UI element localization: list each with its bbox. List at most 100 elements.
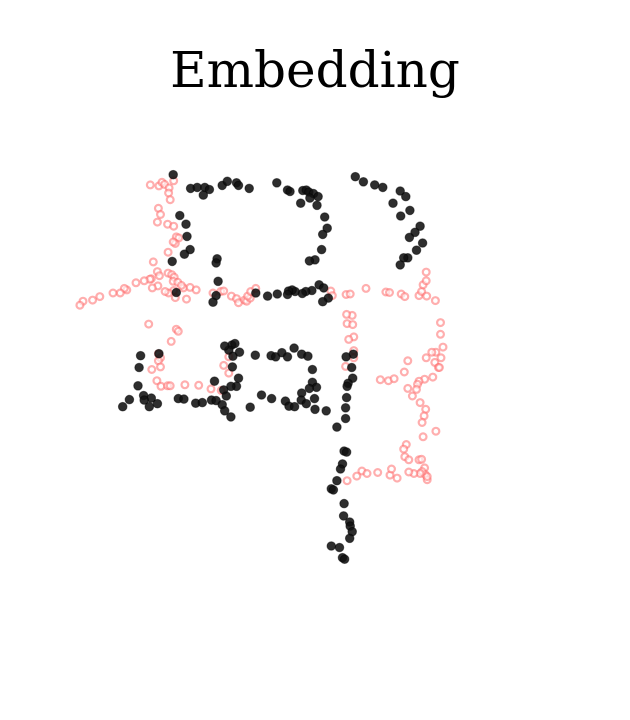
red-point <box>422 291 432 301</box>
black-point <box>316 244 327 255</box>
black-point <box>222 176 233 187</box>
red-point <box>147 283 157 293</box>
black-point <box>317 296 328 307</box>
black-point <box>395 211 406 221</box>
black-point <box>272 289 283 299</box>
black-point <box>326 541 337 551</box>
black-point <box>310 404 320 415</box>
black-point <box>405 205 415 216</box>
red-point <box>436 318 446 328</box>
red-point <box>75 300 85 310</box>
red-point <box>404 455 414 465</box>
red-point <box>430 296 440 306</box>
black-point <box>401 191 411 202</box>
red-point <box>422 472 432 482</box>
black-point <box>211 258 221 268</box>
red-point <box>436 353 446 363</box>
black-point <box>303 351 313 362</box>
red-point <box>436 329 446 339</box>
red-point <box>145 180 155 190</box>
red-point <box>147 365 157 375</box>
black-point <box>227 362 238 372</box>
black-point <box>245 402 255 413</box>
red-point <box>163 247 173 257</box>
black-point <box>338 511 349 521</box>
chart-title: Embedding <box>170 41 460 99</box>
black-point <box>312 200 322 211</box>
black-point <box>285 186 295 197</box>
black-point <box>289 343 299 353</box>
black-point <box>117 401 128 412</box>
black-point <box>334 542 345 553</box>
black-point <box>309 393 320 404</box>
red-point <box>160 287 170 297</box>
black-point <box>417 238 428 248</box>
black-point <box>411 245 422 255</box>
red-point <box>427 347 437 357</box>
black-point <box>339 498 349 509</box>
red-point <box>108 288 118 298</box>
black-point <box>262 291 273 301</box>
black-point <box>135 350 146 361</box>
black-point <box>175 210 185 221</box>
red-point <box>421 276 431 286</box>
black-point <box>182 231 192 242</box>
black-point <box>404 232 415 243</box>
red-point <box>412 384 422 394</box>
red-point <box>417 418 427 428</box>
red-point <box>165 381 175 391</box>
series-red-points <box>75 176 448 486</box>
black-point <box>350 171 361 182</box>
black-point <box>198 190 209 200</box>
black-point <box>335 464 346 474</box>
red-point <box>431 426 441 436</box>
red-point <box>166 336 176 346</box>
red-point <box>191 285 201 295</box>
black-point <box>226 412 236 422</box>
red-point <box>169 221 179 231</box>
black-point <box>167 256 177 267</box>
black-point <box>221 391 232 401</box>
black-point <box>219 406 230 416</box>
red-point <box>180 380 190 390</box>
red-point <box>399 444 409 454</box>
red-point <box>219 360 229 370</box>
black-point <box>304 256 315 266</box>
red-point <box>165 195 175 205</box>
black-point <box>301 398 312 409</box>
black-point <box>295 198 306 208</box>
black-point <box>395 186 406 196</box>
red-point <box>385 288 395 298</box>
red-point <box>352 471 362 481</box>
black-point <box>341 352 351 362</box>
black-point <box>209 376 220 387</box>
black-point <box>152 398 163 409</box>
red-point <box>95 292 105 302</box>
red-point <box>417 454 427 464</box>
black-point <box>233 180 244 191</box>
red-point <box>88 295 98 305</box>
red-point <box>131 278 141 288</box>
red-point <box>418 432 428 442</box>
black-point <box>139 395 149 405</box>
black-point <box>134 362 144 373</box>
black-point <box>272 178 282 188</box>
red-point <box>194 380 204 390</box>
black-point <box>332 475 342 486</box>
black-point <box>154 348 164 359</box>
black-point <box>341 447 352 457</box>
black-point <box>219 341 230 351</box>
black-point <box>341 392 352 403</box>
red-point <box>375 375 385 385</box>
red-point <box>219 286 229 296</box>
red-point <box>399 367 409 377</box>
black-point <box>305 193 315 203</box>
black-point <box>179 394 189 404</box>
black-point <box>266 393 277 404</box>
red-point <box>342 309 352 319</box>
red-point <box>173 326 183 336</box>
black-point <box>213 276 223 287</box>
black-point <box>144 401 155 412</box>
red-point <box>403 356 413 366</box>
black-point <box>233 373 244 384</box>
